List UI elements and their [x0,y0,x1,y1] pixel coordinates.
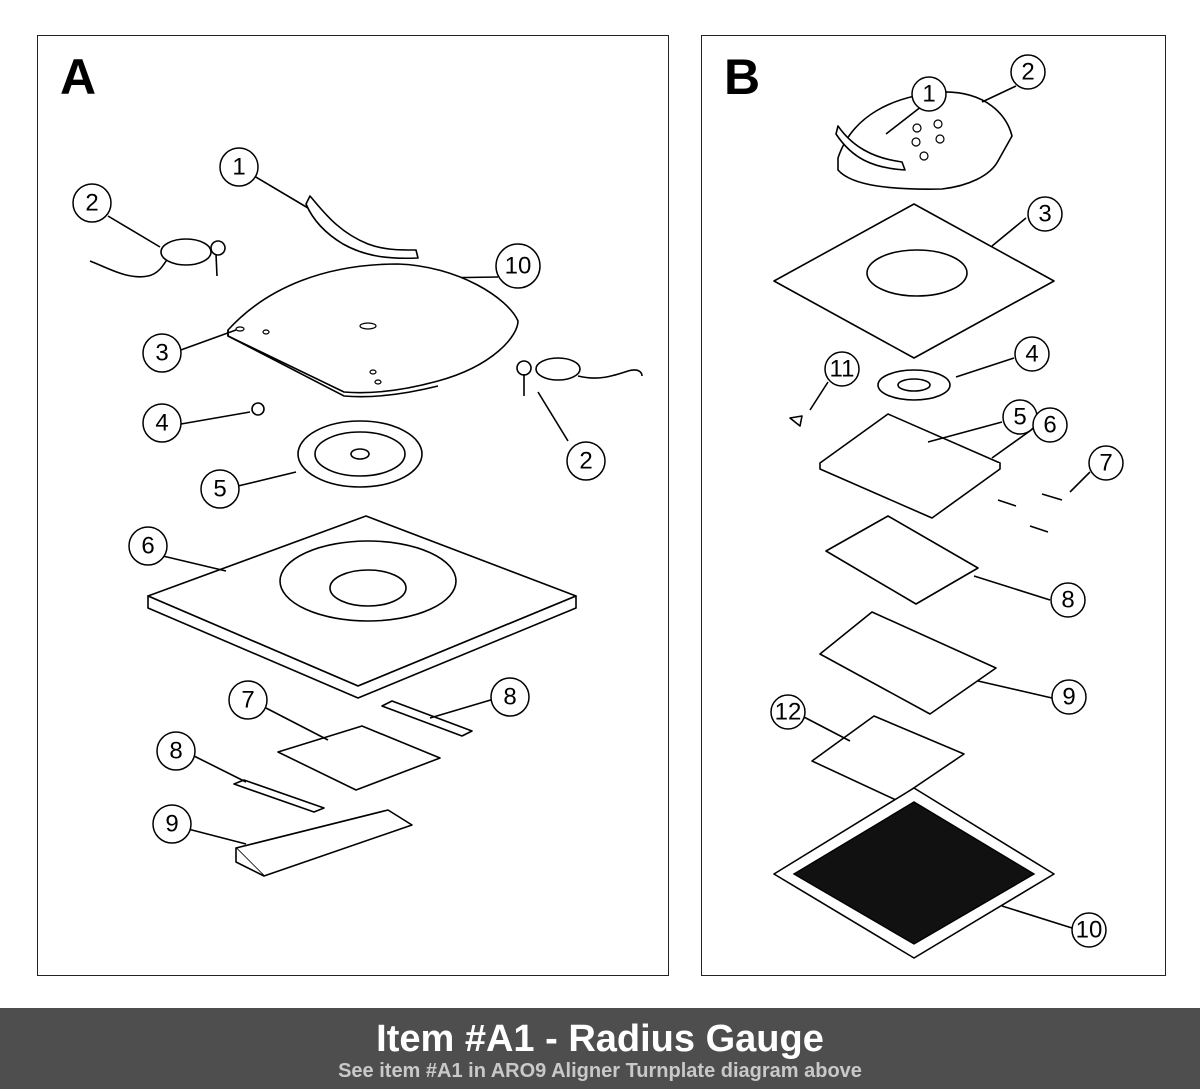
svg-text:5: 5 [213,476,226,503]
panel-label: A [60,49,98,105]
svg-text:1: 1 [922,81,935,108]
svg-text:9: 9 [1062,684,1075,711]
radius-gauge-pointer [305,195,419,260]
callout-2: 2 [1010,54,1046,90]
bracket [235,809,413,877]
callout-6: 6 [1032,407,1068,443]
svg-text:10: 10 [1076,917,1103,944]
svg-text:8: 8 [169,738,182,765]
diagram-panel-a: A [37,35,669,976]
callout-10: 10 [495,243,541,289]
callout-7: 7 [1088,445,1124,481]
callout-9: 9 [1051,679,1087,715]
svg-text:8: 8 [1061,587,1074,614]
svg-text:8: 8 [503,684,516,711]
exploded-view-b: 2 1 3 4 11 5 6 7 8 9 12 10 [770,54,1124,959]
guide-plate [811,715,965,801]
svg-text:1: 1 [232,154,245,181]
exploded-view-a: 1 2 10 3 2 4 5 6 8 7 8 9 [72,147,643,877]
callout-11: 11 [824,351,860,387]
callout-4: 4 [142,403,182,443]
svg-text:12: 12 [775,699,802,726]
svg-text:3: 3 [155,340,168,367]
caption-bar: Item #A1 - Radius Gauge See item #A1 in … [0,1008,1200,1089]
svg-text:2: 2 [579,448,592,475]
callout-2-left: 2 [72,183,112,223]
callout-4: 4 [1014,336,1050,372]
svg-text:11: 11 [830,356,855,383]
callout-6: 6 [128,526,168,566]
cable-left [89,257,169,278]
callout-5: 5 [200,469,240,509]
svg-text:9: 9 [165,811,178,838]
callouts-a: 1 2 10 3 2 4 5 6 8 7 8 9 [72,147,606,844]
svg-text:3: 3 [1038,201,1051,228]
svg-text:6: 6 [141,533,154,560]
callouts-b: 2 1 3 4 11 5 6 7 8 9 12 10 [770,54,1124,948]
svg-text:6: 6 [1043,412,1056,439]
callout-2-right: 2 [566,441,606,481]
callout-8: 8 [1050,582,1086,618]
svg-text:7: 7 [241,687,254,714]
callout-1: 1 [219,147,259,187]
tray [819,611,997,715]
svg-text:5: 5 [1013,404,1026,431]
caption-title: Item #A1 - Radius Gauge [376,1018,824,1060]
callout-5: 5 [1002,399,1038,435]
caption-subtitle: See item #A1 in ARO9 Aligner Turnplate d… [338,1060,862,1082]
callout-8-lower: 8 [156,731,196,771]
callout-10: 10 [1071,912,1107,948]
svg-text:2: 2 [85,190,98,217]
svg-text:7: 7 [1099,450,1112,477]
callout-8-upper: 8 [490,677,530,717]
callout-7: 7 [228,680,268,720]
panel-label: B [724,49,762,105]
diagram-panel-b: B [701,35,1166,976]
svg-text:10: 10 [505,253,532,280]
callout-12: 12 [770,694,806,730]
callout-9: 9 [152,804,192,844]
callout-1: 1 [911,76,947,112]
callout-3: 3 [142,333,182,373]
spring-plate [825,515,979,605]
slide-plate [277,725,441,791]
svg-text:4: 4 [1025,341,1038,368]
svg-text:2: 2 [1021,59,1034,86]
svg-text:4: 4 [155,410,168,437]
callout-3: 3 [1027,196,1063,232]
